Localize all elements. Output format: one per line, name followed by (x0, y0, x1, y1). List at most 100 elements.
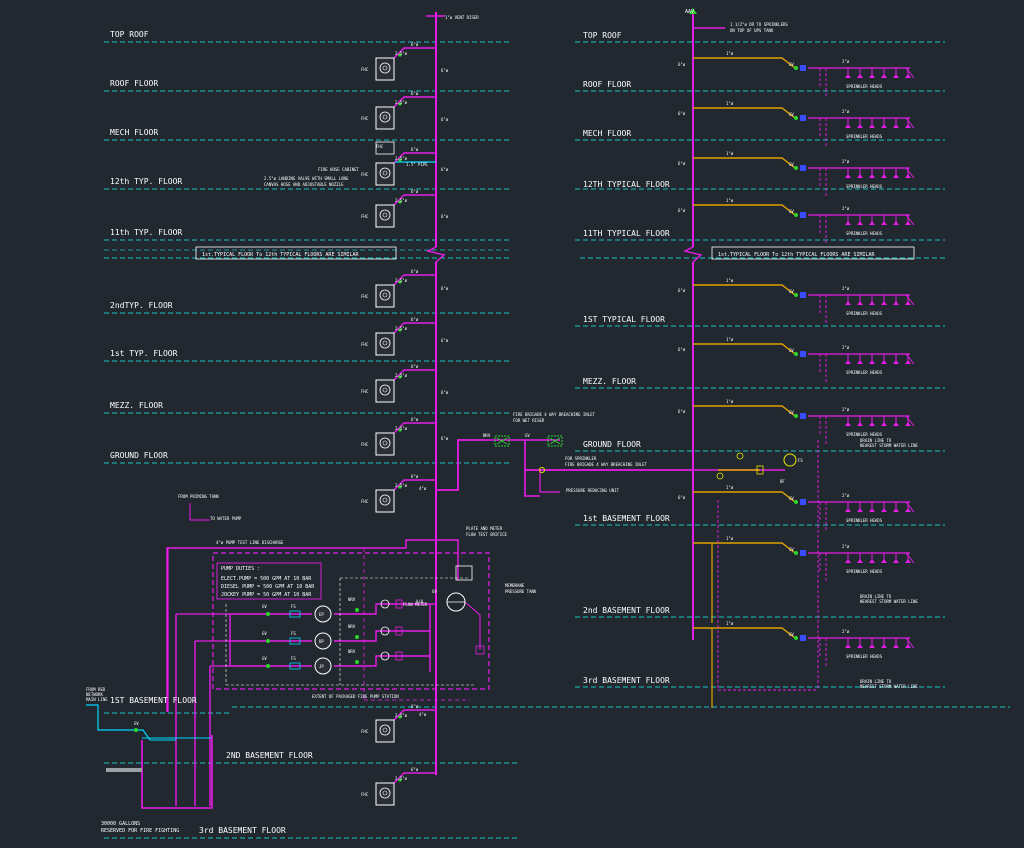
drain-valve (475, 645, 485, 655)
fhc-label: FHC (361, 499, 369, 504)
valve-label: GV (134, 721, 139, 726)
pump-duties-box (216, 562, 322, 600)
sprinkler-branch (693, 405, 796, 417)
pressure-reducing-label: PRESSURE REDUCING UNIT (566, 488, 620, 493)
sprinkler-head-icon (857, 559, 863, 563)
sprinkler-heads-label: SPRINKLER HEADS (846, 432, 883, 437)
hose-reel-icon (379, 494, 391, 506)
header-size: 2"ø (842, 206, 850, 211)
sprinkler-heads-label: SPRINKLER HEADS (846, 134, 883, 139)
sprinkler-head-icon (905, 124, 911, 128)
floor-label-left: MECH FLOOR (110, 128, 158, 137)
valve-label: BF (780, 479, 785, 484)
sprinkler-branch (693, 107, 796, 119)
fhc-cabinet (375, 57, 395, 81)
valve-icon (398, 778, 402, 782)
hose-reel-icon (382, 340, 388, 346)
sprinkler-heads-label: SPRINKLER HEADS (846, 231, 883, 236)
sprinkler-head-icon (845, 559, 851, 563)
branch-size: 1"ø (726, 485, 734, 490)
similar-floors-note-right: 1st.TYPICAL FLOOR To 12th TYPICAL FLOORS… (718, 252, 876, 258)
sprinkler-head-icon (845, 174, 851, 178)
sprinkler-head-icon (905, 422, 911, 426)
sprinkler-head-icon (845, 360, 851, 364)
sprinkler-head-icon (905, 644, 911, 648)
discharge-line (334, 655, 430, 667)
sprinkler-head-icon (905, 221, 911, 225)
flow-switch-icon (800, 165, 806, 171)
fhc-branch-size: 2.5"ø (395, 156, 408, 161)
valve-icon (794, 116, 798, 120)
hose-reel-icon (379, 111, 391, 123)
sprinkler-heads-label: SPRINKLER HEADS (846, 654, 883, 659)
valve-icon (794, 166, 798, 170)
valve-icon (395, 626, 403, 636)
valve-label: GV (789, 496, 794, 501)
floor-label-right: 12TH TYPICAL FLOOR (583, 180, 670, 189)
riser-size: 6"ø (678, 111, 686, 116)
pump-label: DP (319, 639, 324, 644)
valve-icon (756, 465, 764, 475)
drain-line (464, 601, 481, 650)
fhc-branch (391, 369, 436, 383)
fhc-cabinet (375, 379, 395, 403)
fhc-branch-size: 2.5"ø (395, 51, 408, 56)
drain-note: NEAREST STORM WATER LINE (860, 443, 918, 448)
sprinkler-head-icon (845, 124, 851, 128)
floor-label-right: ROOF FLOOR (583, 80, 631, 89)
flow-switch-icon (800, 550, 806, 556)
fhc-branch (391, 709, 436, 723)
fhc-branch-size: 2.5"ø (395, 100, 408, 105)
valve-label: GV (262, 631, 267, 636)
fhc-branch-size: 2.5"ø (395, 426, 408, 431)
riser-size: 6"ø (441, 214, 449, 219)
fhc-branch-size: 6"ø (411, 364, 419, 369)
valve-label: GV (789, 209, 794, 214)
sprinkler-head-icon (881, 174, 887, 178)
flow-meter-label: FLOW METER (403, 602, 428, 607)
fhc-branch (391, 479, 436, 493)
drain-note: DRAIN LINE TO (860, 438, 892, 443)
sprinkler-head-icon (905, 508, 911, 512)
riser-size: 6"ø (678, 495, 686, 500)
floor-label-right: GROUND FLOOR (583, 440, 641, 449)
sprinkler-heads-label: SPRINKLER HEADS (846, 569, 883, 574)
sprinkler-head-icon (869, 559, 875, 563)
header-size: 2"ø (842, 407, 850, 412)
breaching-inlet-icon (547, 435, 563, 447)
sprinkler-head-icon (845, 301, 851, 305)
valve-label: GV (432, 589, 437, 594)
header-size: 2"ø (842, 493, 850, 498)
flow-switch-icon (800, 65, 806, 71)
fhc-branch-size: 2.5"ø (395, 326, 408, 331)
sprinkler-heads-label: SPRINKLER HEADS (846, 370, 883, 375)
fhc-branch-size: 6"ø (411, 474, 419, 479)
fhc-label: FHC (361, 294, 369, 299)
fhc-branch (391, 47, 436, 61)
floor-label-left: 2ND BASEMENT FLOOR (226, 751, 313, 760)
pump-duty-2: DIESEL PUMP = 500 GPM AT 10 BAR (221, 584, 315, 590)
flow-switch-icon (800, 292, 806, 298)
branch-size: 1"ø (726, 536, 734, 541)
valve-label: GV (789, 112, 794, 117)
pump-icon (314, 605, 332, 623)
flow-test-orifice-icon (455, 565, 473, 581)
extent-note: EXTENT OF PACKAGED FIRE PUMP STATION (312, 694, 399, 699)
similar-note-box-left (195, 246, 397, 260)
pru-connection (539, 470, 560, 493)
sprinkler-head-icon (869, 74, 875, 78)
valve-icon (398, 158, 402, 162)
plate-meter-2: FLOW TEST ORIFICE (466, 532, 508, 537)
valve-label: NRV (348, 624, 356, 629)
sprinkler-drop (905, 214, 915, 226)
sprinkler-branch (693, 343, 796, 355)
header-size: 2"ø (842, 544, 850, 549)
sprinkler-head-icon (869, 360, 875, 364)
drain-note: NEAREST STORM WATER LINE (860, 599, 918, 604)
pump-icon (314, 632, 332, 650)
strainer-icon (289, 637, 301, 645)
sprinkler-head-icon (905, 301, 911, 305)
valve-icon (398, 485, 402, 489)
valve-label: GV (789, 62, 794, 67)
